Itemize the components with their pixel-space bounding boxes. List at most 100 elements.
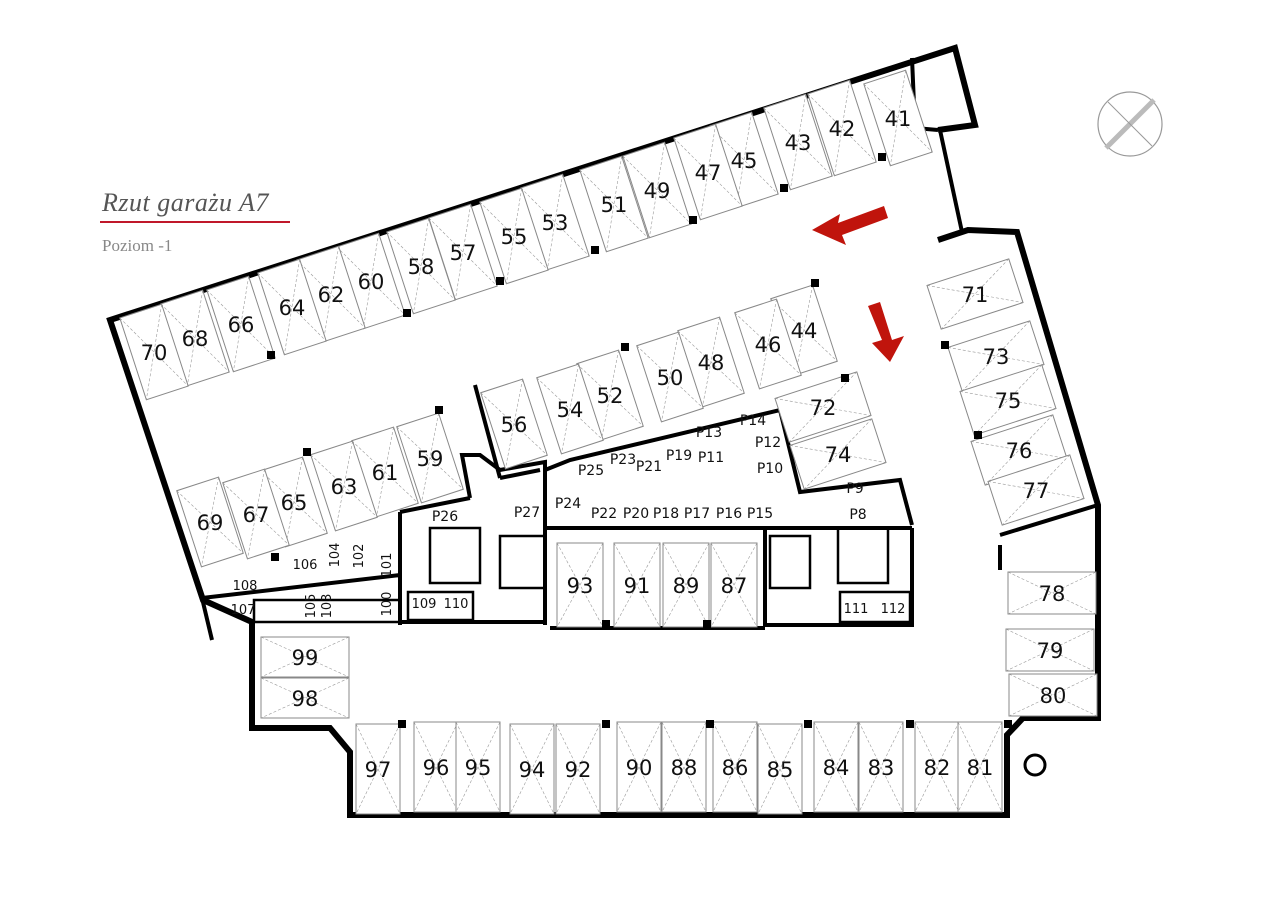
parking-space-54[interactable]: [536, 363, 604, 455]
parking-space-90[interactable]: [616, 721, 662, 813]
parking-space-59[interactable]: [396, 412, 464, 504]
storage-unit-P20[interactable]: P20: [623, 506, 649, 522]
storage-unit-P12[interactable]: P12: [755, 435, 781, 451]
parking-space-87[interactable]: [710, 542, 758, 628]
parking-space-52[interactable]: [576, 349, 644, 441]
parking-space-outline: [479, 187, 549, 285]
parking-space-51[interactable]: [579, 155, 649, 253]
parking-space-74[interactable]: [789, 418, 887, 490]
storage-unit-109[interactable]: 109: [412, 597, 437, 612]
parking-space-84[interactable]: [813, 721, 859, 813]
storage-unit-102[interactable]: 102: [352, 544, 367, 569]
storage-unit-P27[interactable]: P27: [514, 505, 540, 521]
storage-unit-P26[interactable]: P26: [432, 509, 458, 525]
parking-space-label: 87: [721, 574, 748, 598]
parking-space-88[interactable]: [661, 721, 707, 813]
parking-space-75[interactable]: [959, 364, 1057, 436]
parking-space-63[interactable]: [310, 440, 378, 532]
parking-space-78[interactable]: [1007, 571, 1097, 615]
storage-unit-108[interactable]: 108: [233, 579, 258, 594]
parking-space-label: 91: [624, 574, 651, 598]
parking-space-60[interactable]: [336, 232, 406, 330]
parking-space-95[interactable]: [455, 721, 501, 813]
storage-unit-P8[interactable]: P8: [849, 507, 866, 523]
parking-space-77[interactable]: [987, 454, 1085, 526]
storage-unit-P15[interactable]: P15: [747, 506, 773, 522]
storage-unit-P18[interactable]: P18: [653, 506, 679, 522]
storage-unit-P14[interactable]: P14: [740, 413, 766, 429]
storage-unit-104[interactable]: 104: [328, 543, 343, 568]
storage-unit-112[interactable]: 112: [881, 602, 906, 617]
storage-unit-P11[interactable]: P11: [698, 450, 724, 466]
storage-unit-P24[interactable]: P24: [555, 496, 581, 512]
parking-space-65[interactable]: [260, 456, 328, 548]
parking-space-94[interactable]: [509, 723, 555, 815]
storage-unit-111[interactable]: 111: [844, 602, 869, 617]
storage-unit-P25[interactable]: P25: [578, 463, 604, 479]
parking-space-48[interactable]: [677, 316, 745, 408]
parking-space-label: 47: [695, 161, 722, 185]
parking-space-41[interactable]: [863, 69, 933, 167]
parking-space-85[interactable]: [757, 723, 803, 815]
parking-space-83[interactable]: [858, 721, 904, 813]
space-hatch: [970, 441, 1068, 459]
parking-space-71[interactable]: [926, 258, 1024, 330]
parking-space-86[interactable]: [712, 721, 758, 813]
parking-space-42[interactable]: [807, 79, 877, 177]
storage-unit-P19[interactable]: P19: [666, 448, 692, 464]
parking-space-55[interactable]: [479, 187, 549, 285]
storage-unit-110[interactable]: 110: [444, 597, 469, 612]
space-hatch: [926, 285, 1024, 303]
parking-space-label: 58: [408, 255, 435, 279]
parking-space-50[interactable]: [636, 331, 704, 423]
parking-space-56[interactable]: [480, 378, 548, 470]
storage-unit-P17[interactable]: P17: [684, 506, 710, 522]
parking-space-81[interactable]: [957, 721, 1003, 813]
parking-space-96[interactable]: [413, 721, 459, 813]
parking-space-89[interactable]: [662, 542, 710, 628]
parking-space-92[interactable]: [555, 723, 601, 815]
parking-space-66[interactable]: [206, 275, 276, 373]
parking-space-91[interactable]: [613, 542, 661, 628]
parking-space-97[interactable]: [355, 723, 401, 815]
parking-space-47[interactable]: [673, 123, 743, 221]
parking-space-93[interactable]: [556, 542, 604, 628]
parking-space-46[interactable]: [734, 298, 802, 390]
storage-unit-100[interactable]: 100: [380, 592, 395, 617]
parking-space-79[interactable]: [1005, 628, 1095, 672]
storage-unit-P16[interactable]: P16: [716, 506, 742, 522]
space-hatch: [984, 414, 1054, 486]
parking-space-82[interactable]: [914, 721, 960, 813]
storage-unit-103[interactable]: 103: [320, 594, 335, 619]
parking-space-99[interactable]: [260, 636, 350, 678]
parking-space-58[interactable]: [386, 217, 456, 315]
storage-unit-P23[interactable]: P23: [610, 452, 636, 468]
space-hatch: [260, 636, 350, 678]
parking-space-label: 60: [358, 270, 385, 294]
parking-space-70[interactable]: [119, 303, 189, 401]
storage-unit-106[interactable]: 106: [293, 558, 318, 573]
parking-space-49[interactable]: [622, 141, 692, 239]
storage-unit-P22[interactable]: P22: [591, 506, 617, 522]
storage-unit-P13[interactable]: P13: [696, 425, 722, 441]
storage-unit-101[interactable]: 101: [380, 553, 395, 578]
parking-space-80[interactable]: [1008, 673, 1098, 717]
parking-space-73[interactable]: [947, 320, 1045, 392]
parking-space-69[interactable]: [176, 476, 244, 568]
storage-unit-105[interactable]: 105: [304, 594, 319, 619]
space-hatch: [757, 723, 803, 815]
parking-space-43[interactable]: [763, 93, 833, 191]
storage-unit-P21[interactable]: P21: [636, 459, 662, 475]
parking-space-64[interactable]: [257, 258, 327, 356]
storage-unit-P10[interactable]: P10: [757, 461, 783, 477]
structural-pillar: [267, 351, 275, 359]
storage-unit-P9[interactable]: P9: [846, 481, 863, 497]
parking-space-label: 85: [767, 758, 794, 782]
parking-space-label: 64: [279, 296, 306, 320]
space-hatch: [613, 542, 661, 628]
parking-space-98[interactable]: [260, 677, 350, 719]
space-hatch: [947, 347, 1045, 365]
storage-unit-107[interactable]: 107: [231, 603, 256, 618]
parking-space-67[interactable]: [222, 468, 290, 560]
parking-space-72[interactable]: [774, 371, 872, 443]
